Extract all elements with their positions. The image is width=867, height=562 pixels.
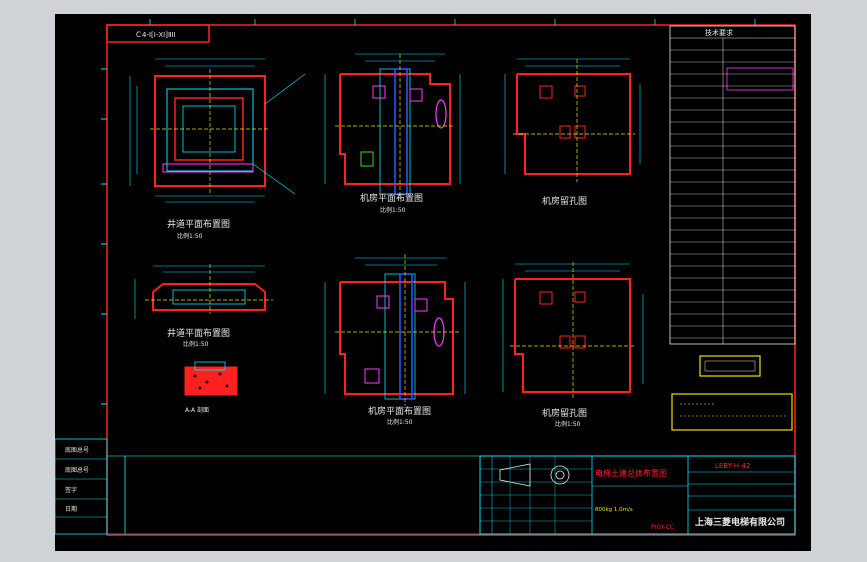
left-revision-block: 底图总号 底图总号 签字 日期 — [54, 438, 481, 535]
left-block-label-2: 底图总号 — [65, 466, 89, 474]
drawing-number: LEBY-H-42 — [715, 462, 750, 470]
technical-requirements-table: 技术要求 — [669, 25, 796, 431]
machine-room-plan-1-title: 机房平面布置图 — [360, 192, 423, 204]
machine-room-plan-view-2: 机房平面布置图 比例1:50 — [324, 254, 466, 426]
hoistway-plan-view-2: 井道平面布置图 比例1:50 — [134, 264, 273, 348]
left-edge-marks — [101, 68, 107, 405]
left-block-label-4: 日期 — [65, 505, 77, 513]
tech-table-title: 技术要求 — [705, 28, 733, 37]
drawing-code-text: Ｃ4-Ⅰ[Ⅰ-ⅩⅠ]ⅡⅠⅠ — [135, 31, 176, 39]
left-block-label-1: 底图总号 — [65, 446, 89, 454]
machine-room-holes-2-title: 机房留孔图 — [542, 407, 587, 419]
machine-room-plan-2-scale: 比例1:50 — [387, 418, 413, 426]
drawing-name: 电梯土建总体布置图 — [595, 468, 667, 478]
machine-room-holes-2-scale: 比例1:50 — [555, 420, 581, 428]
cad-drawing-sheet: Ｃ4-Ⅰ[Ⅰ-ⅩⅠ]ⅡⅠⅠ — [54, 14, 811, 551]
load-speed: 800kg 1.0m/s — [595, 507, 633, 513]
top-ruler-ticks — [149, 19, 756, 25]
elevator-layout-drawing: Ｃ4-Ⅰ[Ⅰ-ⅩⅠ]ⅡⅠⅠ — [54, 19, 796, 536]
title-block: 电梯土建总体布置图 800kg 1.0m/s PIGY-CC LEBY-H-42… — [479, 455, 796, 535]
machine-room-plan-2-title: 机房平面布置图 — [368, 405, 431, 417]
hoistway-plan-title: 井道平面布置图 — [167, 218, 230, 230]
hoistway-plan-2-title: 井道平面布置图 — [167, 327, 230, 339]
hoistway-plan-view: 井道平面布置图 比例1:50 — [129, 58, 306, 240]
machine-room-holes-view-2: 机房留孔图 比例1:50 — [502, 262, 644, 428]
machine-room-holes-1-title: 机房留孔图 — [542, 195, 587, 207]
company-name: 上海三菱电梯有限公司 — [695, 516, 785, 528]
machine-room-holes-view-1: 机房留孔图 — [504, 58, 641, 207]
top-left-title-tab: Ｃ4-Ⅰ[Ⅰ-ⅩⅠ]ⅡⅠⅠ — [106, 24, 210, 43]
sheet-code: PIGY-CC — [651, 524, 674, 531]
left-block-label-3: 签字 — [65, 486, 77, 494]
section-aa: A-A 剖面 — [184, 361, 238, 414]
hoistway-plan-2-scale: 比例1:50 — [183, 340, 209, 348]
section-aa-label: A-A 剖面 — [185, 406, 209, 414]
machine-room-plan-view-1: 机房平面布置图 比例1:50 — [324, 53, 461, 214]
hoistway-plan-scale: 比例1:50 — [177, 232, 203, 240]
machine-room-plan-1-scale: 比例1:50 — [380, 206, 406, 214]
